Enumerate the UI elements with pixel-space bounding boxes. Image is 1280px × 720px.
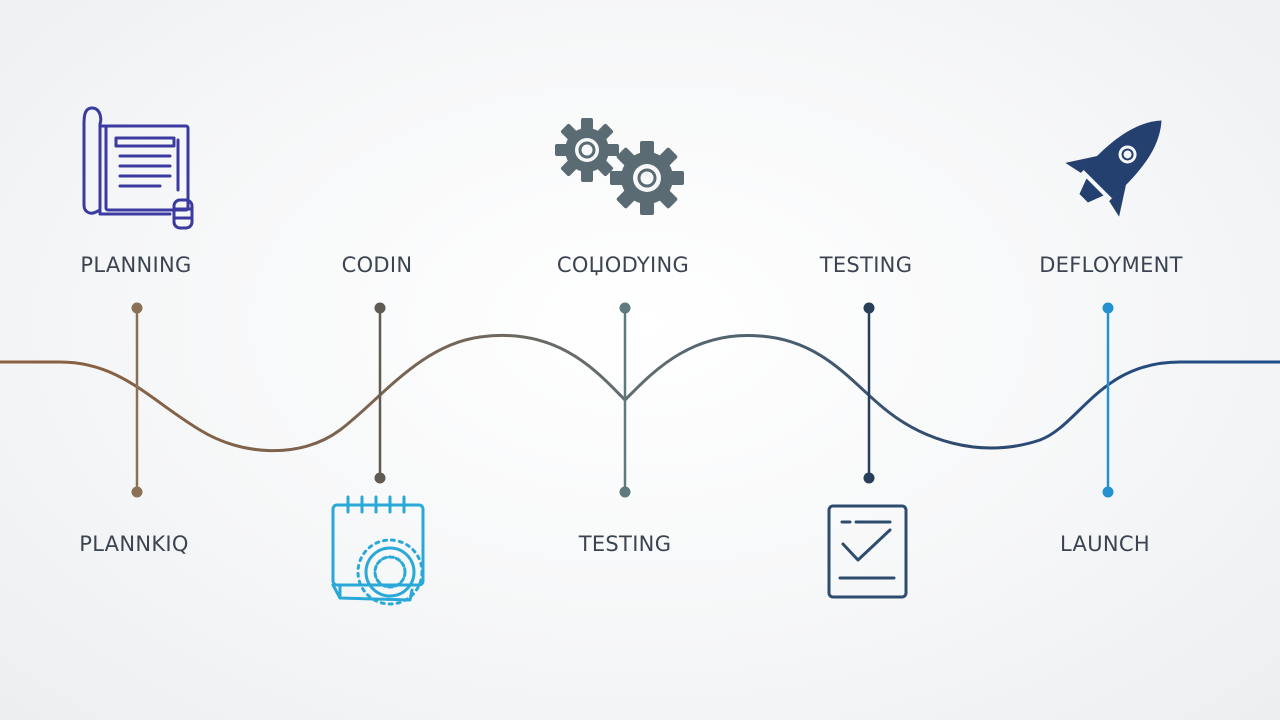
blueprint-document-icon xyxy=(82,106,194,230)
rocket-icon xyxy=(1065,120,1162,217)
label-testing-top: TESTING xyxy=(819,253,913,277)
label-planning-top: PLANNING xyxy=(80,253,192,277)
label-launch-bottom: LAUNCH xyxy=(1060,532,1150,556)
label-coding-top: COЏODYING xyxy=(556,253,690,277)
marker-codin xyxy=(374,302,386,484)
label-codin-top: CODIN xyxy=(341,253,413,277)
label-planning-bottom: PLANNKIQ xyxy=(79,532,189,556)
marker-deployment xyxy=(1102,302,1114,498)
label-deployment-top: DEFLOYMENT xyxy=(1039,253,1183,277)
label-testing-bottom: TESTING xyxy=(578,532,672,556)
notepad-gear-icon xyxy=(331,495,425,606)
checklist-icon xyxy=(827,504,908,599)
timeline-wave xyxy=(0,333,1280,453)
marker-planning xyxy=(131,302,143,498)
marker-testing xyxy=(863,302,875,484)
marker-coding xyxy=(619,302,631,498)
gears-icon xyxy=(555,118,684,215)
